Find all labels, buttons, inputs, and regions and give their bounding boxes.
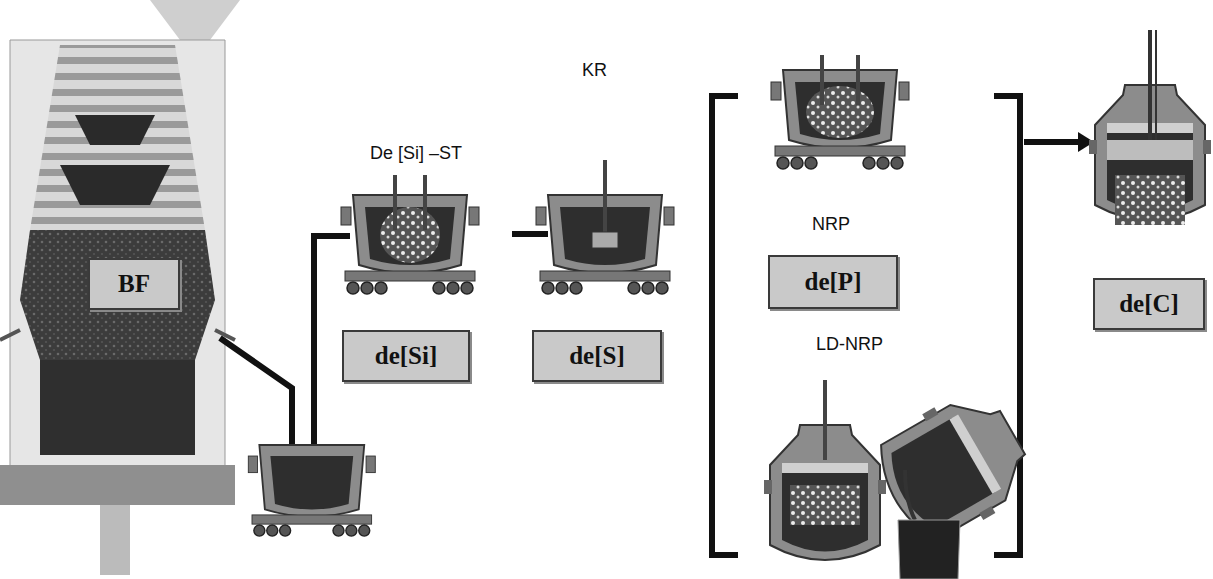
vessel-label: KR — [582, 60, 607, 81]
box-label: de[P] — [805, 268, 862, 296]
process-box: de[S] — [532, 330, 662, 382]
ladle-car — [341, 195, 479, 294]
ladle-car — [248, 445, 375, 536]
ladle-car — [771, 70, 909, 169]
vessel-label: De [Si] –ST — [370, 143, 462, 164]
box-label: de[Si] — [375, 342, 438, 370]
vessel-label: LD-NRP — [816, 334, 883, 355]
box-label: de[C] — [1119, 290, 1179, 318]
blast-furnace — [0, 0, 240, 575]
route-line — [220, 96, 1078, 555]
process-box: de[P] — [768, 255, 898, 309]
box-label: BF — [118, 270, 150, 298]
process-box: de[C] — [1093, 278, 1205, 330]
process-box: de[Si] — [342, 330, 470, 382]
process-box: BF — [88, 258, 180, 310]
vessel-label: NRP — [812, 214, 850, 235]
box-label: de[S] — [569, 342, 625, 370]
